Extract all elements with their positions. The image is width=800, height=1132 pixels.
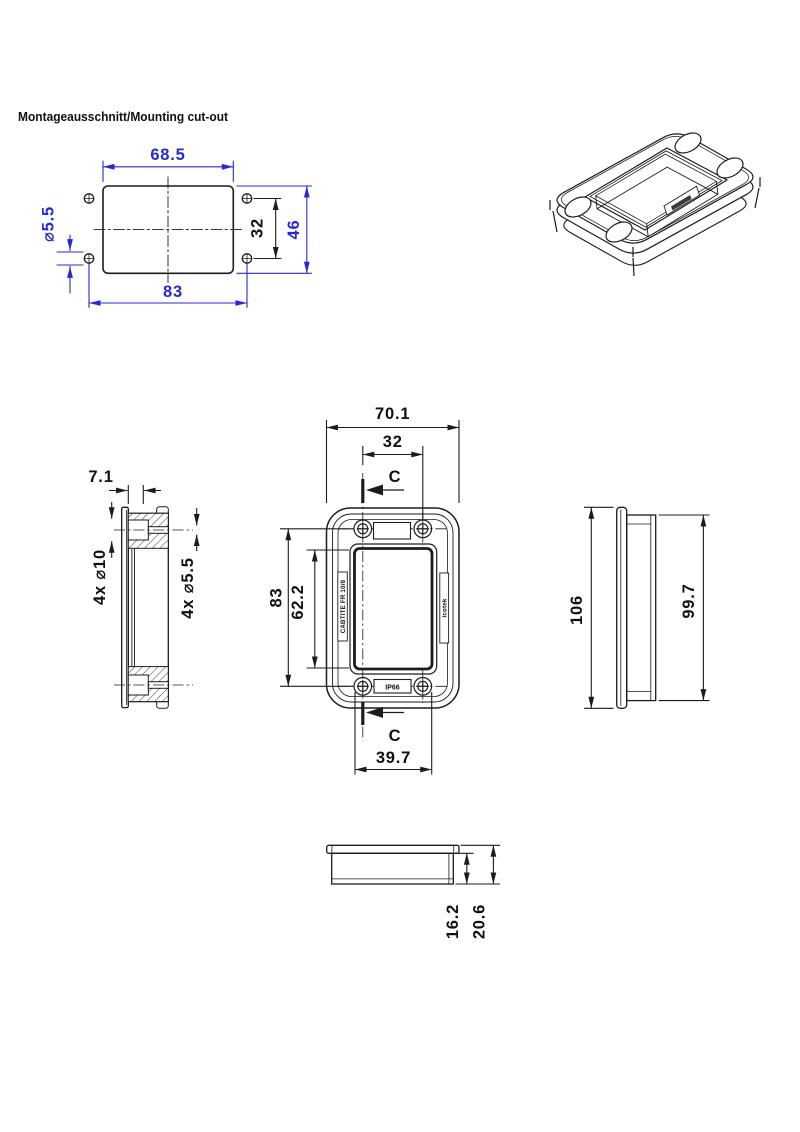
dim-text-7-1: 7.1 — [88, 468, 113, 486]
dim-text-68-5: 68.5 — [150, 146, 185, 164]
section-flange-lip — [121, 506, 129, 709]
dim-front-opening-h — [306, 549, 349, 669]
cutout-centerlines — [93, 176, 243, 283]
iso-top-face-inset — [561, 135, 749, 242]
dim-text-4x-d10: 4x ⌀10 — [91, 549, 109, 605]
iso-holes — [564, 132, 744, 243]
iso-opening-inner — [595, 153, 717, 225]
dim-text-83-cutout: 83 — [163, 283, 183, 301]
dim-text-20-6: 20.6 — [470, 904, 488, 939]
dim-text-70-1: 70.1 — [375, 405, 410, 423]
front-left-label-text: CABTITE FR 10/8 — [340, 579, 347, 633]
dim-text-62-2: 62.2 — [289, 584, 307, 619]
section-marker-top — [361, 479, 404, 503]
front-outer-outline — [325, 507, 460, 709]
dim-cutout-width-holes — [88, 263, 248, 309]
view-mounting-cutout: 68.5 83 ⌀5.5 32 46 — [40, 146, 313, 309]
dim-right-flange-h — [584, 506, 614, 709]
iso-top-face — [556, 133, 754, 244]
dim-front-screws-h — [362, 446, 424, 519]
dim-right-body-h — [658, 514, 710, 702]
bottom-body — [331, 852, 454, 885]
dim-cutout-holes-v — [253, 197, 282, 260]
section-marker-bottom — [361, 701, 404, 725]
dim-text-39-7: 39.7 — [376, 749, 411, 767]
view-right-side: 106 99.7 — [568, 506, 710, 709]
iso-opening-outer — [584, 147, 728, 231]
dim-text-16-2: 16.2 — [444, 904, 462, 939]
dim-text-32-front: 32 — [383, 433, 403, 451]
dim-front-screws-v — [280, 528, 353, 687]
dim-bottom-total-d — [460, 844, 500, 884]
view-bottom: 16.2 20.6 — [326, 844, 500, 939]
dim-text-32-cutout: 32 — [249, 218, 267, 238]
front-opening-outer — [349, 543, 438, 675]
dim-text-83-front: 83 — [268, 588, 286, 608]
bottom-flange — [326, 844, 460, 854]
dim-cutout-width-top — [102, 160, 234, 183]
section-label-bottom: C — [389, 727, 402, 745]
front-inset-outline-1 — [332, 513, 454, 703]
dim-bottom-body-d — [455, 852, 500, 885]
dim-text-46: 46 — [285, 220, 303, 240]
right-body — [626, 514, 657, 702]
dim-cutout-hole-dia — [56, 234, 84, 294]
dim-text-106: 106 — [568, 595, 586, 625]
front-opening-rim — [353, 547, 434, 671]
view-section: 7.1 4x ⌀10 4x ⌀5.5 — [88, 468, 200, 709]
dim-front-width — [325, 420, 460, 503]
dim-text-hole-dia: ⌀5.5 — [40, 206, 58, 242]
dim-text-99-7: 99.7 — [680, 583, 698, 618]
view-front: IP66 CABTITE FR 10/8 icotek 70.1 32 C — [268, 405, 460, 775]
dim-section-wall — [109, 485, 161, 504]
section-label-top: C — [389, 468, 402, 486]
iso-brand-label — [663, 185, 700, 216]
front-right-label-text: icotek — [441, 598, 448, 617]
front-ip-label — [373, 678, 412, 694]
front-right-label — [439, 572, 450, 644]
front-ip-text: IP66 — [385, 685, 400, 692]
front-left-label — [337, 571, 348, 642]
dim-front-opening-w — [354, 692, 433, 775]
cutout-holes — [83, 193, 253, 264]
right-flange — [616, 506, 628, 709]
iso-opening-mid — [589, 150, 723, 228]
dim-cutout-height — [236, 185, 313, 274]
view-isometric — [549, 132, 761, 277]
dim-text-4x-d5-5: 4x ⌀5.5 — [179, 557, 197, 618]
front-top-label-recess — [372, 521, 412, 540]
section-hole-centerlines — [114, 529, 193, 686]
drawing-title: Montageausschnitt/Mounting cut-out — [18, 109, 229, 124]
